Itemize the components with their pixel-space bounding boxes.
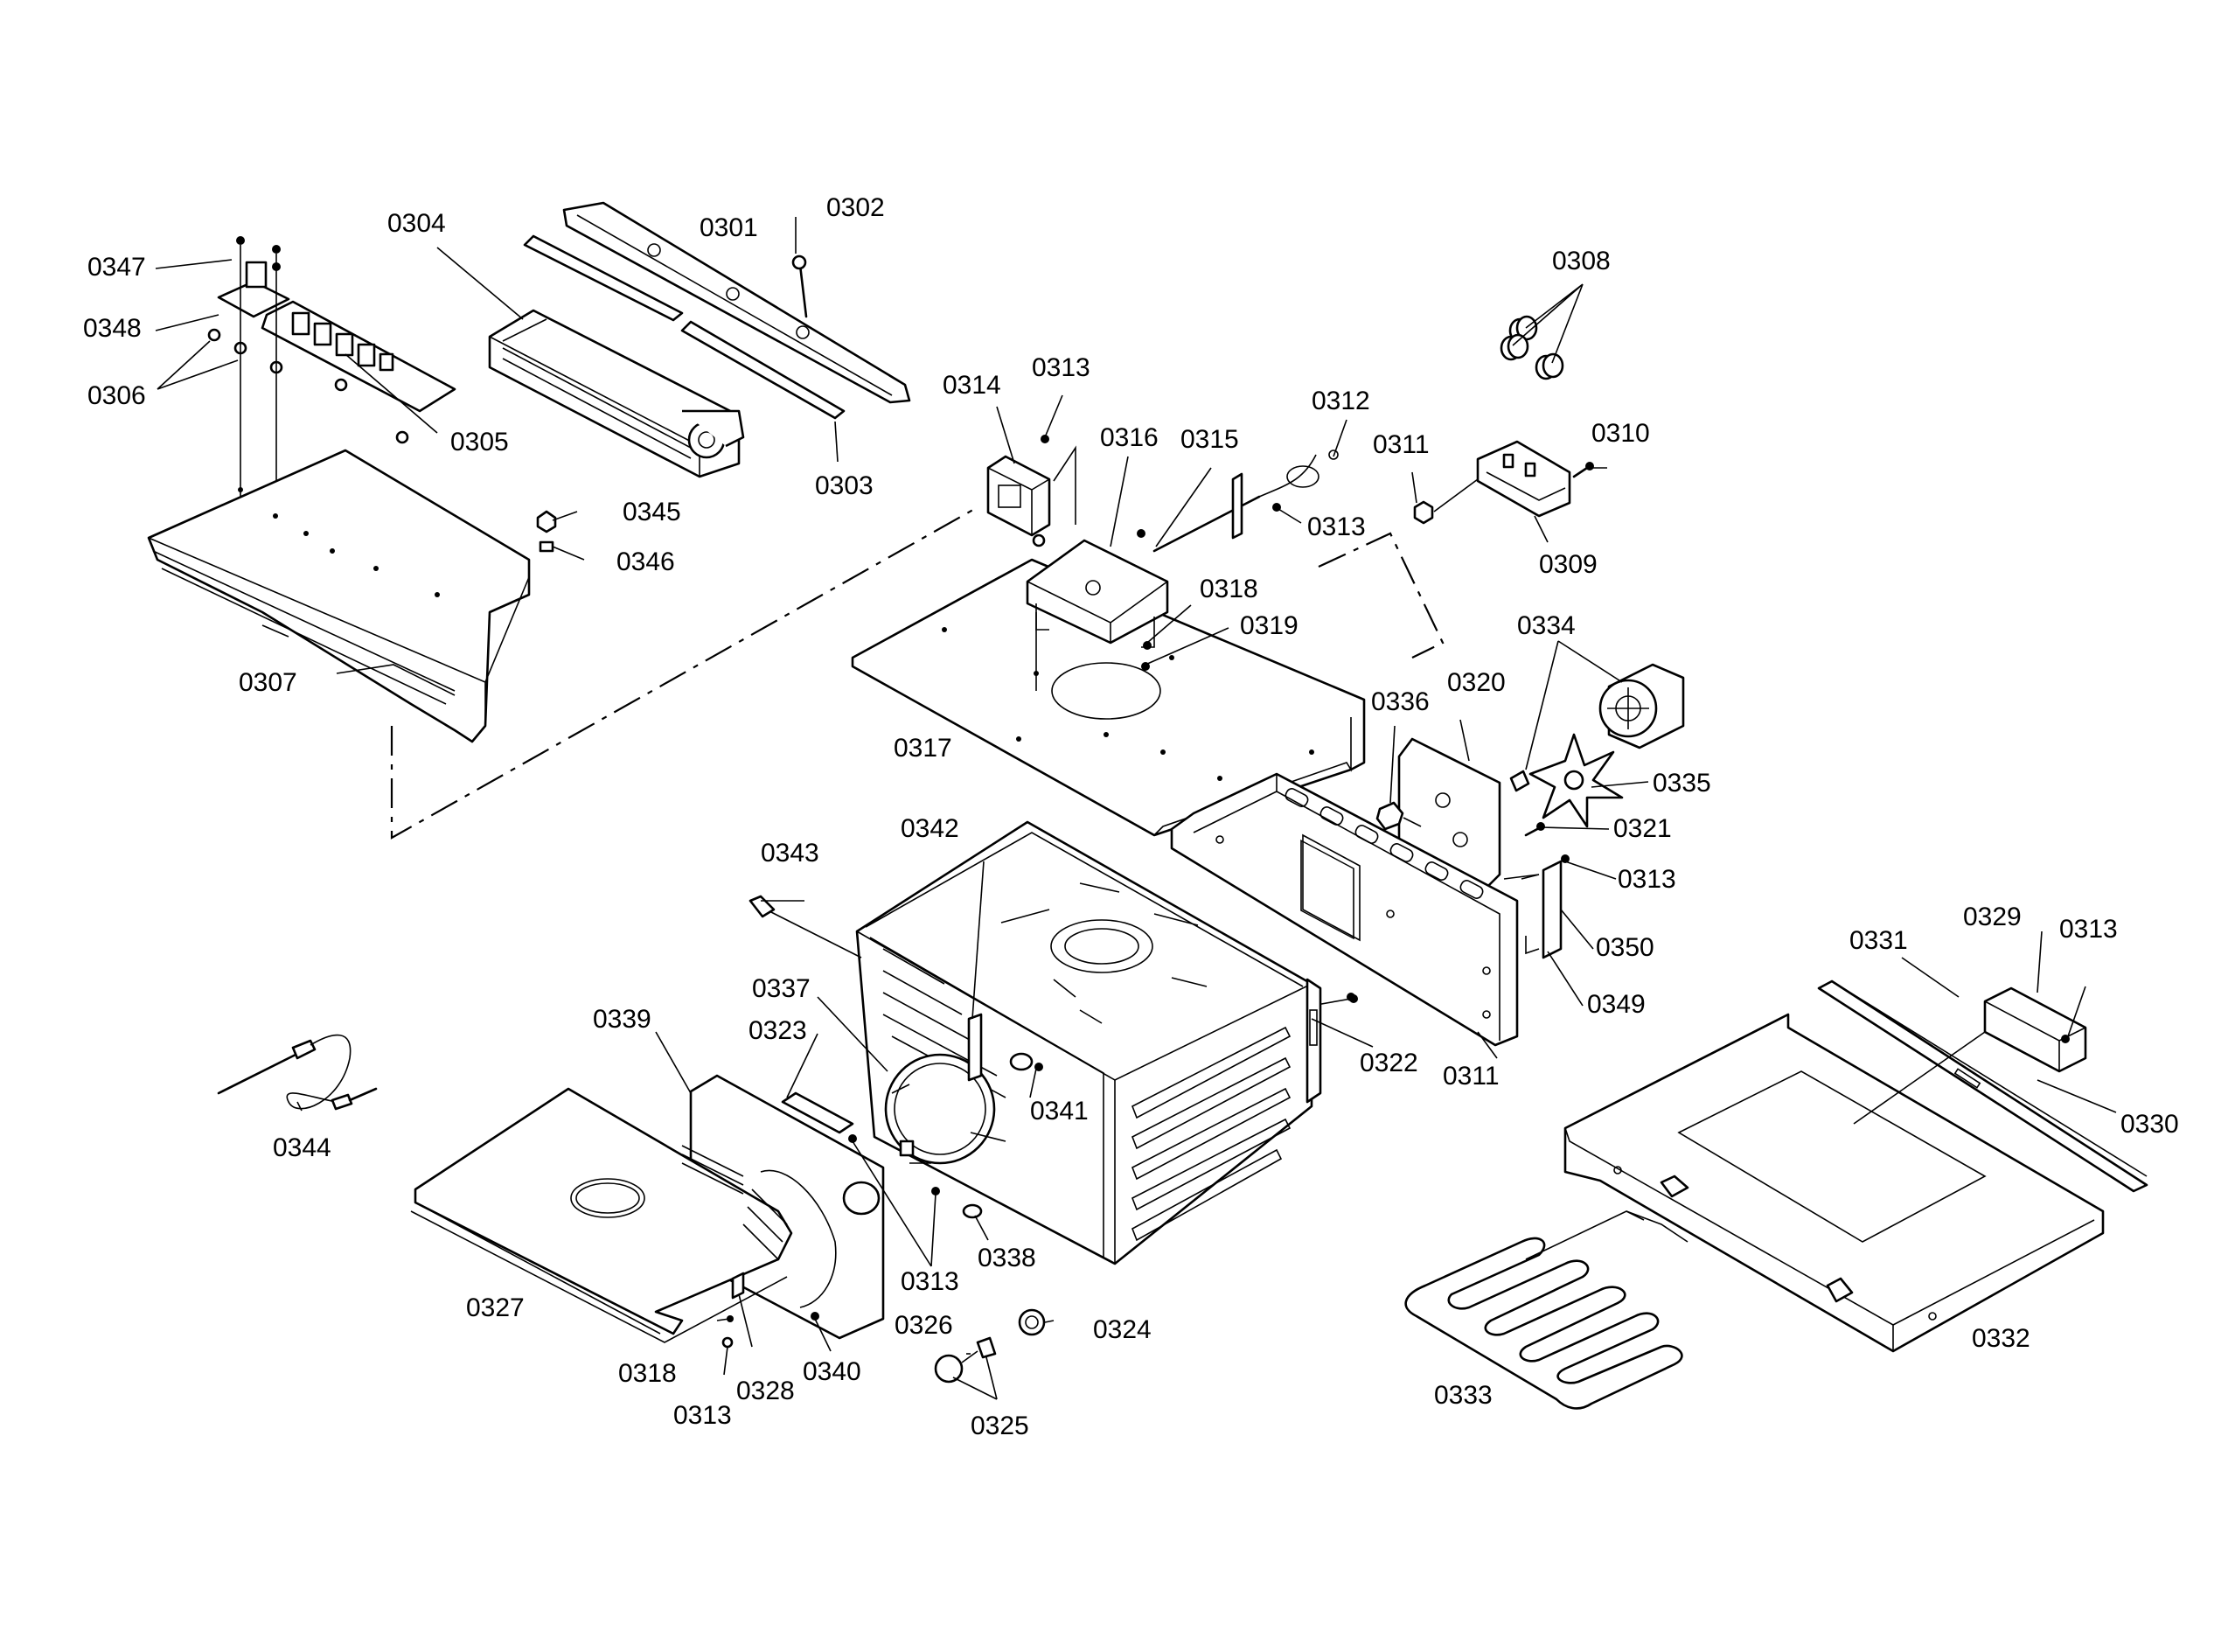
- part-0302-screw: [791, 254, 808, 318]
- label-0321: 0321: [1613, 814, 1672, 843]
- label-0313-bottom: 0313: [673, 1401, 732, 1430]
- label-0332: 0332: [1972, 1324, 2030, 1353]
- label-0312: 0312: [1312, 387, 1370, 415]
- label-0311-bottom: 0311: [1443, 1062, 1500, 1091]
- part-0333-broil-element: [1404, 1210, 1688, 1410]
- part-0343-clip: [748, 895, 862, 958]
- label-0315: 0315: [1180, 425, 1239, 454]
- label-0350: 0350: [1596, 933, 1654, 962]
- label-0310: 0310: [1591, 419, 1650, 448]
- label-0342: 0342: [901, 814, 959, 843]
- part-0325-0326-knobs: [934, 1336, 997, 1384]
- part-0303-strips: [523, 234, 846, 420]
- part-0335-fan-blade: [1509, 733, 1624, 828]
- label-0305: 0305: [450, 428, 509, 457]
- label-0316: 0316: [1100, 423, 1159, 452]
- part-0316-junction-box: [1026, 539, 1169, 648]
- label-0335: 0335: [1653, 769, 1711, 798]
- label-0320: 0320: [1447, 668, 1506, 697]
- label-0345: 0345: [623, 498, 681, 526]
- part-0308-knobs: [1500, 315, 1564, 380]
- part-0349-0350-bracket: [1503, 860, 1563, 959]
- part-0340-screw: [811, 1312, 819, 1321]
- part-0331-rail: [1817, 979, 2148, 1193]
- label-0314: 0314: [943, 371, 1001, 400]
- assembly-dash-lines: [390, 506, 1445, 840]
- part-0307-electrical-tray: [147, 449, 531, 743]
- part-0305-control-board: [261, 300, 456, 444]
- part-0314-transformer: [986, 445, 1076, 537]
- label-0347: 0347: [87, 253, 146, 282]
- label-0301: 0301: [700, 213, 758, 242]
- part-0332-bottom-pan: [1563, 1013, 2105, 1353]
- label-0330: 0330: [2120, 1110, 2179, 1139]
- label-0331: 0331: [1849, 926, 1908, 955]
- part-0324-grommet: [1018, 1308, 1046, 1336]
- leader-lines: [155, 217, 2117, 1400]
- label-0343: 0343: [761, 839, 819, 868]
- part-0336-nut: [1375, 801, 1422, 831]
- label-0344: 0344: [273, 1133, 331, 1162]
- part-0334-fan-motor: [1598, 663, 1685, 749]
- label-0337: 0337: [752, 974, 811, 1003]
- part-0338-part: [962, 1203, 983, 1219]
- label-0340: 0340: [803, 1357, 861, 1386]
- part-0309-latch-bracket: [1413, 440, 1594, 525]
- label-0304: 0304: [387, 209, 446, 238]
- label-0334: 0334: [1517, 611, 1576, 640]
- part-0345-0346-nuts: [536, 510, 557, 553]
- label-0313-bracket: 0313: [2059, 915, 2118, 944]
- label-0313-right: 0313: [1307, 512, 1366, 541]
- label-0322: 0322: [1360, 1049, 1418, 1077]
- part-0322-rear-panel: [1170, 772, 1519, 1047]
- part-0344-meat-probe: [217, 1034, 378, 1111]
- label-0327: 0327: [466, 1293, 525, 1322]
- label-0325: 0325: [971, 1412, 1029, 1440]
- label-0313-rear: 0313: [1618, 865, 1676, 894]
- part-0315-0312-sensor: [1152, 450, 1339, 553]
- label-0303: 0303: [815, 471, 874, 500]
- label-0336: 0336: [1371, 687, 1430, 716]
- label-0306: 0306: [87, 381, 146, 410]
- label-0328: 0328: [736, 1377, 795, 1405]
- part-labels: 0301 0302 0303 0304 0305 0306 0307 0308 …: [83, 193, 2179, 1440]
- label-0339: 0339: [593, 1005, 651, 1034]
- part-0313-screws-top: [1032, 435, 1281, 547]
- part-0337-convection-element: [884, 1053, 1006, 1165]
- part-0313-screws-mid: [848, 993, 1355, 1195]
- label-0319: 0319: [1240, 611, 1299, 640]
- label-0333: 0333: [1434, 1381, 1493, 1410]
- label-0318-bottom: 0318: [618, 1359, 677, 1388]
- label-0326: 0326: [895, 1311, 953, 1340]
- label-0311-top: 0311: [1373, 430, 1430, 459]
- label-0324: 0324: [1093, 1315, 1152, 1344]
- part-0304-blower: [488, 309, 745, 478]
- label-0346: 0346: [616, 547, 675, 576]
- label-0341: 0341: [1030, 1097, 1089, 1126]
- part-0327-bottom-plate: [410, 1087, 793, 1343]
- label-0349: 0349: [1587, 990, 1646, 1019]
- label-0329: 0329: [1963, 903, 2022, 931]
- label-0348: 0348: [83, 314, 142, 343]
- part-0328-0318-bottom-fasteners: [721, 1272, 745, 1349]
- part-0342-0341-fasteners: [967, 1013, 1043, 1082]
- label-0338: 0338: [978, 1244, 1036, 1272]
- label-0308: 0308: [1552, 247, 1611, 275]
- label-0313-top: 0313: [1032, 353, 1090, 382]
- label-0317: 0317: [894, 734, 952, 763]
- label-0307: 0307: [239, 668, 297, 697]
- part-0329-bracket: [1853, 986, 2087, 1125]
- label-0323: 0323: [748, 1016, 807, 1045]
- part-0323-bracket: [781, 1091, 854, 1134]
- part-0318-0319-fasteners: [1035, 612, 1174, 691]
- part-0301-top-trim: [562, 201, 911, 404]
- label-0318-top: 0318: [1200, 575, 1258, 603]
- label-0302: 0302: [826, 193, 885, 222]
- label-0309: 0309: [1539, 550, 1598, 579]
- label-0313-front: 0313: [901, 1267, 959, 1296]
